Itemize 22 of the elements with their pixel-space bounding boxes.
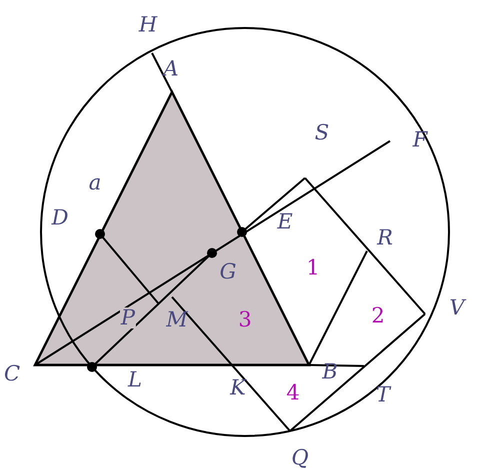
point-label: R	[377, 228, 393, 248]
point-label: a	[88, 172, 102, 194]
point-label: G	[220, 262, 236, 282]
point-label: F	[412, 130, 428, 150]
point-label: T	[376, 384, 390, 406]
point-label: A	[163, 58, 179, 80]
point-label: H	[138, 14, 158, 36]
point-label: C	[4, 364, 20, 384]
point-label: D	[52, 208, 68, 228]
point-label: E	[277, 212, 293, 232]
point-label: M	[166, 310, 188, 330]
region-number: 1	[306, 258, 320, 278]
region-number: 3	[238, 310, 252, 330]
point-label: V	[449, 298, 465, 318]
point-label: L	[128, 370, 142, 390]
point-label: B	[322, 362, 338, 382]
point-label: K	[230, 378, 246, 398]
region-number: 4	[286, 382, 300, 404]
point-label: S	[314, 122, 330, 144]
point-label: P	[120, 308, 136, 328]
point-label: Q	[291, 448, 309, 468]
region-number: 2	[371, 306, 385, 326]
